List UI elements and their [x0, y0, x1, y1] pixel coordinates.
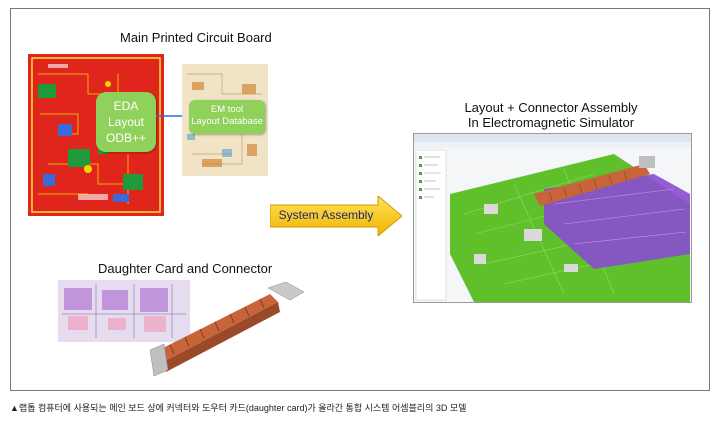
figure-caption: ▲랩톱 컴퓨터에 사용되는 메인 보드 상에 커넥터와 도우터 카드(daugh…	[10, 403, 467, 413]
system-assembly-label: System Assembly	[278, 208, 374, 222]
daughter-card-label: Daughter Card and Connector	[98, 261, 273, 276]
sim-title-line1: Layout + Connector Assembly	[464, 100, 638, 115]
eda-line3: ODB++	[105, 131, 147, 145]
connector-3d-image	[150, 282, 305, 377]
eda-line1: EDA	[113, 99, 139, 113]
em-simulator-screenshot	[413, 133, 692, 303]
system-assembly-arrow: System Assembly	[270, 196, 402, 236]
eda-line2: Layout	[107, 115, 145, 129]
daughter-card-image	[58, 280, 190, 342]
em-tool-box: EM tool Layout Database	[189, 100, 265, 134]
sim-title-line2: In Electromagnetic Simulator	[467, 115, 635, 130]
em-line1: EM tool	[210, 104, 244, 115]
eda-layout-box: EDA Layout ODB++	[96, 92, 156, 152]
main-pcb-label: Main Printed Circuit Board	[120, 30, 272, 45]
sim-title: Layout + Connector Assembly In Electroma…	[446, 100, 656, 130]
em-line2: Layout Database	[191, 116, 263, 127]
